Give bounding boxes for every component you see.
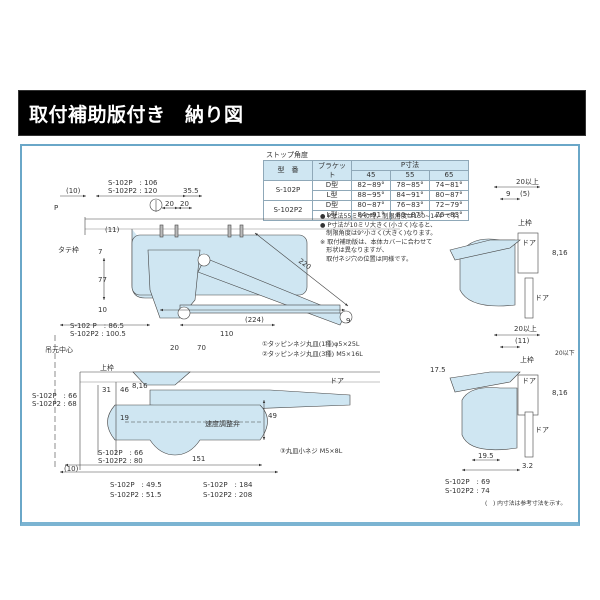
cell-model: S-102P2 xyxy=(263,200,313,221)
cell-value: 76~83° xyxy=(390,200,430,211)
cell-value: 76~83° xyxy=(429,210,469,221)
cell-value: 78~85° xyxy=(390,180,430,191)
cell-value: 84~91° xyxy=(390,190,430,201)
header-bracket: ブラケット xyxy=(312,160,352,181)
table-row: S-102P D型 82~89° 78~85° 74~81° xyxy=(263,180,469,201)
table-caption: ストップ角度 xyxy=(266,151,308,159)
header-p-dimension: P寸法 xyxy=(351,160,469,171)
table-row: S-102P2 D型 80~87° 76~83° 72~79° xyxy=(263,200,469,221)
cell-value: 80~87° xyxy=(429,190,469,201)
header-p-45: 45 xyxy=(351,170,391,181)
notes: ● P寸法55ミリの時、制限角度は130~144°です。 ● P寸法が10ミリ大… xyxy=(320,213,463,265)
header-model: 型 番 xyxy=(263,160,313,181)
note-line: ● P寸法55ミリの時、制限角度は130~144°です。 xyxy=(320,213,464,220)
cell-bracket: D型 xyxy=(312,180,352,191)
note-line: ● P寸法が10ミリ大きく(小さく)なると、 xyxy=(320,221,437,229)
note-line: 取付ネジ穴の位置は同様です。 xyxy=(320,255,413,263)
cell-model: S-102P xyxy=(263,180,313,201)
header-p-55: 55 xyxy=(390,170,430,181)
cell-bracket: D型 xyxy=(312,200,352,211)
note-line: 形状は異なりますが、 xyxy=(320,247,388,255)
cell-value: 82~89° xyxy=(351,180,391,191)
cell-value: 72~79° xyxy=(429,200,469,211)
footnote: ( ) 内寸法は参考寸法を示す。 xyxy=(485,501,567,507)
cell-value: 74~81° xyxy=(429,180,469,191)
title-banner: 取付補助版付き 納り図 xyxy=(18,90,586,136)
table-row: L型 84~91° 80~87° 76~83° xyxy=(264,210,469,221)
cell-bracket: L型 xyxy=(312,190,352,201)
stop-angle-table: 型 番 ブラケット P寸法 45 55 65 S-102P D型 82~89° … xyxy=(263,160,469,221)
page-title: 取付補助版付き 納り図 xyxy=(29,104,244,126)
cell-value: 88~95° xyxy=(351,190,391,201)
header-p-65: 65 xyxy=(429,170,469,181)
note-line: 制限角度は9°小さく(大きく)なります。 xyxy=(320,230,437,238)
note-line: ※ 取付補助版は、本体カバーに合わせて xyxy=(320,238,433,246)
cell-value: 80~87° xyxy=(351,200,391,211)
